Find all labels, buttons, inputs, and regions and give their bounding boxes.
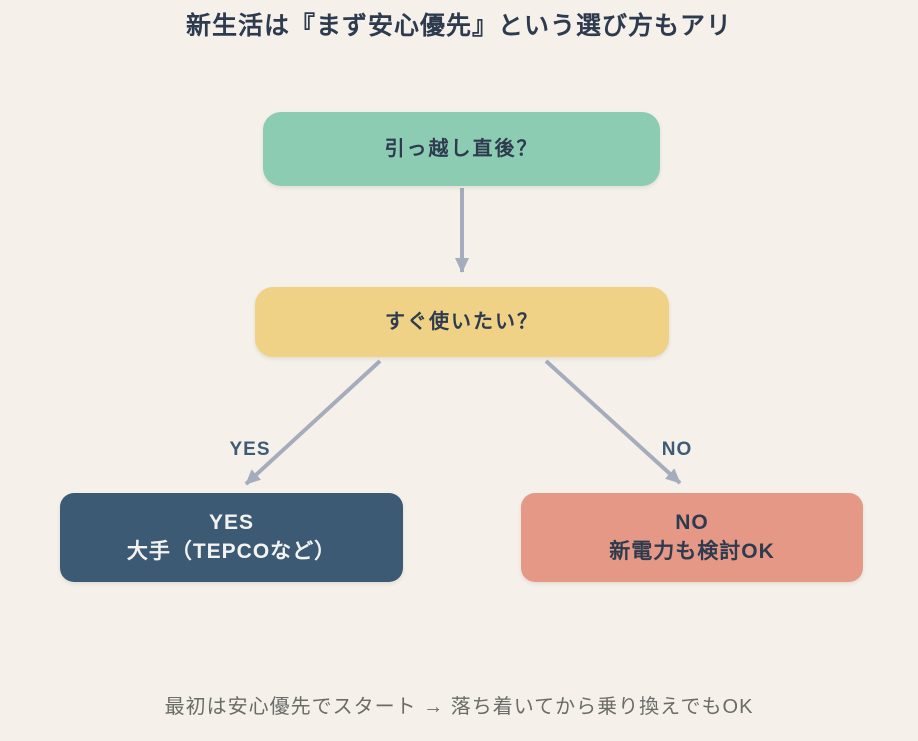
node-result-yes: YES 大手（TEPCOなど）	[60, 493, 403, 582]
edge-label-yes: YES	[229, 439, 271, 460]
edge-label-no: NO	[661, 439, 693, 460]
node-moved-recently: 引っ越し直後？	[263, 112, 660, 186]
node-label: すぐ使いたい？	[385, 310, 539, 333]
node-label-line2: 新電力も検討OK	[609, 539, 775, 563]
node-label: 引っ越し直後？	[384, 137, 539, 160]
arrow-question-to-yes	[244, 359, 382, 486]
node-label-line1: YES	[208, 511, 255, 535]
node-label-line1: NO	[675, 511, 709, 535]
page-title: 新生活は『まず安心優先』という選び方もアリ	[185, 12, 732, 40]
arrow-question-to-no	[544, 359, 682, 485]
node-result-no: NO 新電力も検討OK	[521, 493, 863, 582]
node-use-immediately: すぐ使いたい？	[255, 287, 669, 357]
footer-caption: 最初は安心優先でスタート → 落ち着いてから乗り換えでもOK	[164, 696, 754, 718]
node-label-line2: 大手（TEPCOなど）	[126, 539, 337, 563]
